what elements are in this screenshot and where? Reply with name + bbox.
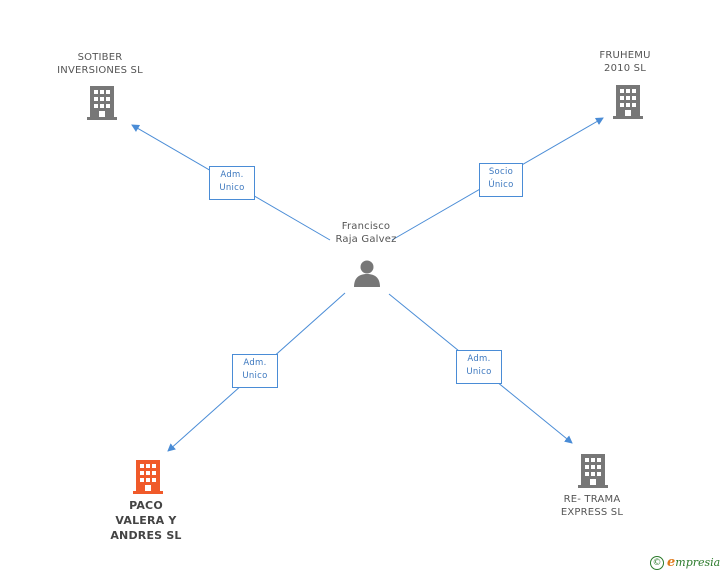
node-paco-label[interactable]: PACO VALERA Y ANDRES SL	[110, 499, 182, 542]
copyright-icon: ©	[650, 556, 664, 570]
edge-label-fruhemu: Socio Único	[479, 163, 523, 197]
building-icon[interactable]	[133, 458, 165, 494]
node-sotiber-label[interactable]: SOTIBER INVERSIONES SL	[57, 52, 143, 76]
empresia-logo: ©empresia	[650, 555, 720, 570]
edge-label-retrama: Adm. Unico	[456, 350, 502, 384]
brand-initial: e	[667, 555, 676, 570]
building-icon[interactable]	[87, 84, 119, 120]
edge-label-paco: Adm. Unico	[232, 354, 278, 388]
center-person-name[interactable]: Francisco Raja Galvez	[335, 221, 397, 245]
brand-name: mpresia	[675, 556, 721, 569]
building-icon[interactable]	[578, 452, 610, 488]
building-icon[interactable]	[613, 83, 645, 119]
node-fruhemu-label[interactable]: FRUHEMU 2010 SL	[599, 50, 651, 74]
edge-label-sotiber: Adm. Unico	[209, 166, 255, 200]
person-icon[interactable]	[352, 258, 382, 288]
node-retrama-label[interactable]: RE- TRAMA EXPRESS SL	[560, 494, 624, 518]
